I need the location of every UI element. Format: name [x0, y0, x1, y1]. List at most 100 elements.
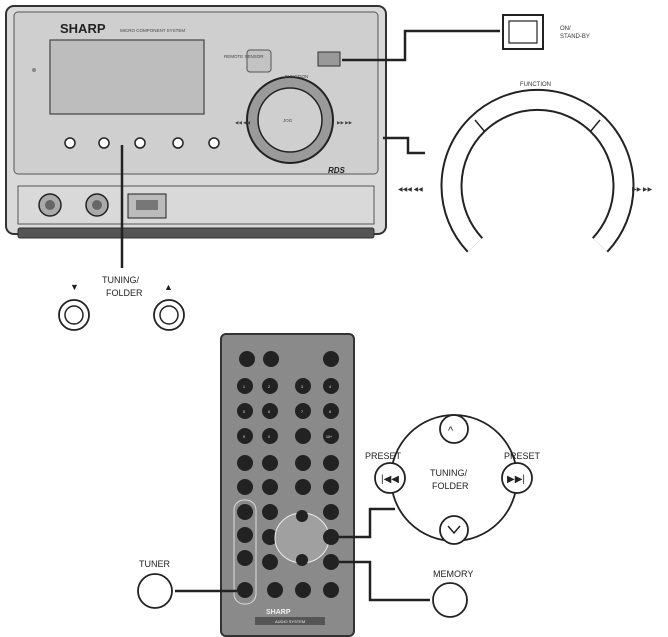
rds-logo: RDS	[328, 166, 346, 175]
remote-key-4[interactable]	[323, 378, 339, 394]
unit-standby-button[interactable]	[317, 51, 341, 67]
remote-key-4-label: 4	[329, 385, 331, 389]
remote-key-6-label: 6	[268, 410, 270, 414]
remote-sleep-button[interactable]	[267, 582, 283, 598]
pad-preset-next-button[interactable]	[501, 462, 533, 494]
remote-audio-in-button[interactable]	[237, 550, 253, 566]
remote-dimmer-button[interactable]	[295, 582, 311, 598]
remote-key-8[interactable]	[323, 403, 339, 419]
next-skip-label: ▶▶ ▶▶	[632, 187, 653, 193]
tuning-up-arrow: ▲	[164, 282, 173, 292]
unit-volume-down-button[interactable]	[172, 137, 184, 149]
remote-sensor-label: REMOTE SENSOR	[224, 54, 264, 59]
pad-up-chevron: ^	[448, 425, 454, 437]
pad-next-icon: ▶▶|	[507, 474, 525, 485]
pad-down-button[interactable]	[439, 515, 469, 545]
remote-equalizer-button[interactable]	[262, 479, 278, 495]
unit-next-label: ▶▶ ▶▶	[337, 120, 353, 125]
unit-volume-up-button[interactable]	[208, 137, 220, 149]
remote-folder-button[interactable]	[262, 504, 278, 520]
remote-standby-button[interactable]	[323, 351, 339, 367]
unit-model-text: MICRO COMPONENT SYSTEM	[120, 28, 185, 33]
unit-lower-strip	[17, 185, 375, 225]
remote-key-6[interactable]	[262, 403, 278, 419]
pad-center-label-1: TUNING/	[430, 468, 467, 478]
remote-number-keypad: 1 2 3 4 5 6 7 8 9 0 10+	[237, 378, 339, 444]
unit-button-1[interactable]	[64, 137, 76, 149]
remote-power-button[interactable]	[239, 351, 255, 367]
remote-playback-mode-button[interactable]	[237, 455, 253, 471]
pad-preset-right-label: PRESET	[504, 451, 541, 461]
remote-control: 1 2 3 4 5 6 7 8 9 0 10+	[220, 333, 355, 637]
remote-key-5[interactable]	[237, 403, 253, 419]
remote-key-8-label: 8	[329, 410, 331, 414]
remote-x-bass-button[interactable]	[237, 479, 253, 495]
remote-key-0[interactable]	[262, 428, 278, 444]
function-dial-mark-left	[474, 119, 486, 133]
remote-key-2[interactable]	[262, 378, 278, 394]
remote-key-0-label: 0	[268, 435, 270, 439]
remote-mute-button[interactable]	[295, 479, 311, 495]
pad-leader-line	[338, 507, 395, 539]
standby-label-line2: STAND-BY	[560, 34, 590, 40]
function-label: FUNCTION	[520, 82, 551, 88]
pad-preset-left-label: PRESET	[365, 451, 402, 461]
memory-leader-line	[338, 560, 430, 602]
pad-preset-prev-button[interactable]	[374, 462, 406, 494]
remote-preset-next-button[interactable]	[323, 529, 339, 545]
remote-body	[220, 333, 355, 637]
remote-key-10plus[interactable]	[323, 428, 339, 444]
remote-clear-button[interactable]	[262, 554, 278, 570]
remote-cd-button[interactable]	[237, 504, 253, 520]
pad-up-button[interactable]	[439, 414, 469, 444]
remote-brand-logo: SHARP	[266, 609, 291, 616]
remote-enter-button[interactable]	[323, 582, 339, 598]
tuner-button-callout[interactable]	[137, 573, 173, 609]
remote-key-1[interactable]	[237, 378, 253, 394]
standby-label-line1: ON/	[560, 26, 571, 32]
tuning-folder-label-1: TUNING/	[102, 275, 139, 285]
remote-preset-prev-button[interactable]	[262, 529, 278, 545]
unit-usb-port	[127, 193, 167, 219]
unit-usb-slot	[136, 200, 158, 210]
remote-key-3[interactable]	[295, 378, 311, 394]
pad-down-chevron	[447, 525, 461, 535]
remote-key-9-label: 9	[243, 435, 245, 439]
standby-indicator	[32, 68, 36, 72]
unit-display	[49, 39, 205, 115]
memory-label: MEMORY	[433, 569, 473, 579]
unit-tuning-up-button[interactable]	[134, 137, 146, 149]
remote-key-10plus-label: 10+	[326, 435, 332, 439]
remote-sensor	[246, 49, 272, 73]
remote-tuner-button[interactable]	[237, 582, 253, 598]
remote-model-text: AUDIO SYSTEM	[275, 619, 305, 624]
remote-play-pause-button[interactable]	[323, 455, 339, 471]
remote-dpad-down[interactable]	[296, 554, 308, 566]
remote-eject-button[interactable]	[323, 479, 339, 495]
remote-key-9[interactable]	[237, 428, 253, 444]
tuning-folder-label-2: FOLDER	[106, 288, 143, 298]
function-dial-mark-right	[589, 119, 601, 133]
remote-key-5-label: 5	[243, 410, 245, 414]
remote-usb-button[interactable]	[237, 527, 253, 543]
remote-memory-button[interactable]	[323, 554, 339, 570]
remote-key-7[interactable]	[295, 403, 311, 419]
standby-callout: ON/ STAND-BY	[342, 14, 590, 62]
remote-key-extra[interactable]	[295, 428, 311, 444]
pad-prev-icon: |◀◀	[381, 474, 399, 485]
memory-button-callout[interactable]	[432, 582, 468, 618]
unit-tuning-down-button[interactable]	[98, 137, 110, 149]
unit-jog-label: JOG	[283, 118, 293, 123]
tuning-down-button-inner	[64, 305, 84, 325]
function-dial-callout: FUNCTION ◀◀◀ ◀◀ ▶▶ ▶▶	[383, 82, 653, 253]
remote-model-strip	[255, 617, 325, 625]
remote-volume-up-button[interactable]	[323, 504, 339, 520]
remote-clock-button[interactable]	[263, 351, 279, 367]
remote-memory-top-button[interactable]	[262, 455, 278, 471]
standby-button-face	[508, 20, 538, 44]
standby-leader-line	[342, 29, 500, 62]
remote-stop-button[interactable]	[295, 455, 311, 471]
unit-base	[17, 227, 375, 239]
remote-dpad-up[interactable]	[296, 510, 308, 522]
